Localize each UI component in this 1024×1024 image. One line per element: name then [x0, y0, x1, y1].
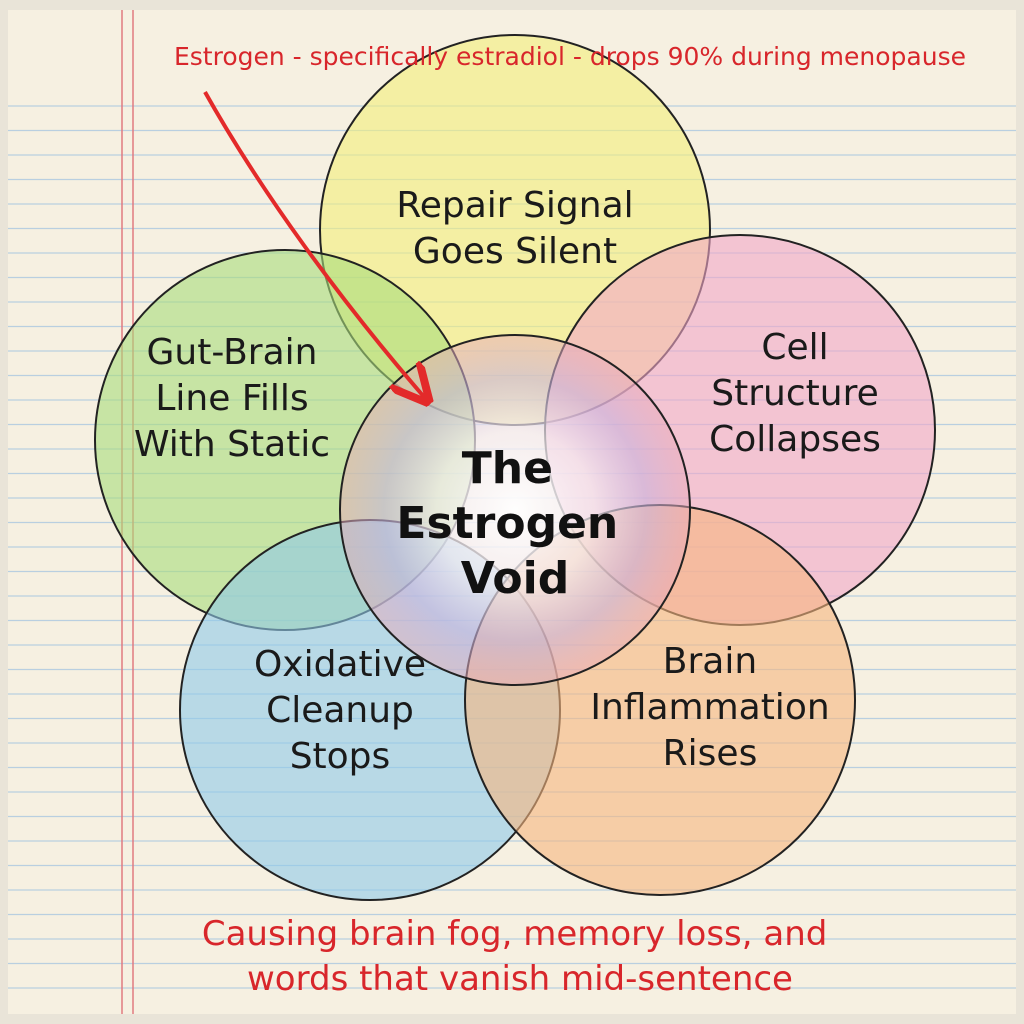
arrow-icon [203, 91, 425, 398]
top-note: Estrogen - specifically estradiol - drop… [174, 42, 966, 71]
center-circle [339, 334, 691, 686]
bottom-note: Causing brain fog, memory loss, and word… [202, 914, 838, 999]
center-title: The Estrogen Void [396, 443, 633, 604]
